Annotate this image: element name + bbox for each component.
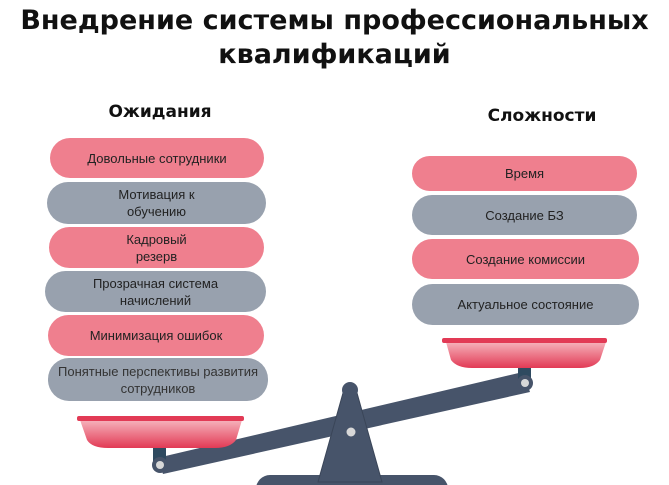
- left-pan: [80, 420, 242, 448]
- expectations-heading: Ожидания: [108, 102, 212, 122]
- right-pan: [446, 342, 606, 368]
- difficulties-heading: Сложности: [487, 106, 597, 126]
- difficulty-item: Актуальное состояние: [412, 284, 639, 325]
- expectation-item: Понятные перспективы развития сотруднико…: [48, 358, 268, 401]
- title-line-2: квалификаций: [218, 39, 451, 70]
- title-line-1: Внедрение системы профессиональных: [20, 5, 649, 36]
- difficulty-item: Создание БЗ: [412, 195, 637, 235]
- center-pivot: [346, 427, 356, 437]
- expectation-item: Минимизация ошибок: [48, 315, 264, 356]
- scale-stand: [317, 392, 383, 483]
- expectation-item: Мотивация к обучению: [47, 182, 266, 224]
- difficulty-item: Время: [412, 156, 637, 191]
- difficulty-item: Создание комиссии: [412, 239, 639, 279]
- expectation-item: Кадровый резерв: [49, 227, 264, 268]
- expectation-item: Прозрачная система начислений: [45, 271, 266, 312]
- expectation-item: Довольные сотрудники: [50, 138, 264, 178]
